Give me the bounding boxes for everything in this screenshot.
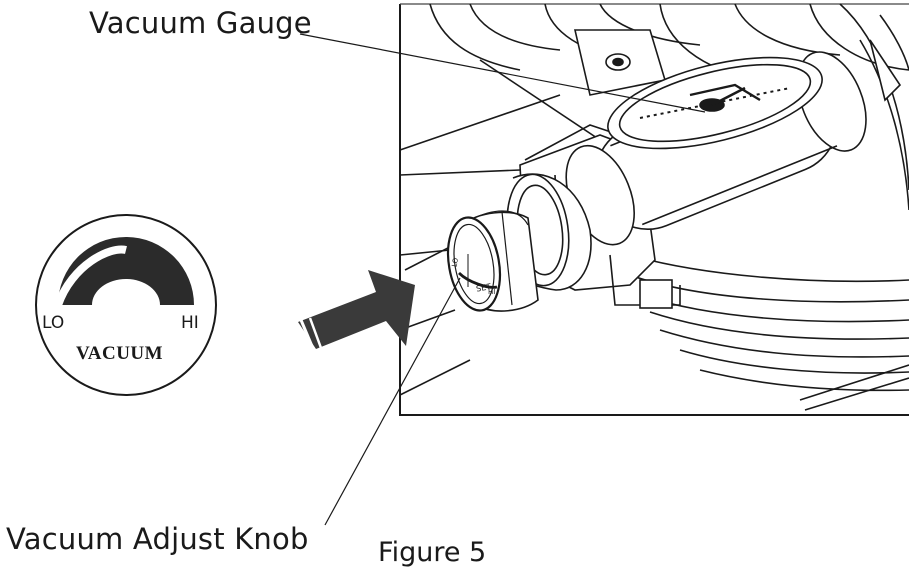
dial-hi-label: HI xyxy=(181,313,199,333)
knob-hi-label: HI xyxy=(488,288,495,296)
knob-lo-label: LO xyxy=(451,257,461,268)
dial-title: VACUUM xyxy=(76,343,163,364)
figure-caption: Figure 5 xyxy=(378,537,487,568)
knob-face-markings: LO SET HI xyxy=(451,257,496,296)
insertion-arrow-icon xyxy=(298,270,415,352)
leader-lines xyxy=(299,33,706,526)
vacuum-level-dial-icon: LO HI VACUUM xyxy=(35,214,217,396)
knob-leader-line xyxy=(324,277,461,526)
machine-illustration xyxy=(399,3,909,416)
vacuum-level-arc xyxy=(58,237,194,305)
dial-lo-label: LO xyxy=(42,313,64,333)
knob-set-label: SET xyxy=(475,282,491,293)
gauge-leader-line xyxy=(299,33,706,113)
vacuum-adjust-knob-label: Vacuum Adjust Knob xyxy=(6,522,309,556)
vacuum-gauge-label: Vacuum Gauge xyxy=(89,6,312,40)
